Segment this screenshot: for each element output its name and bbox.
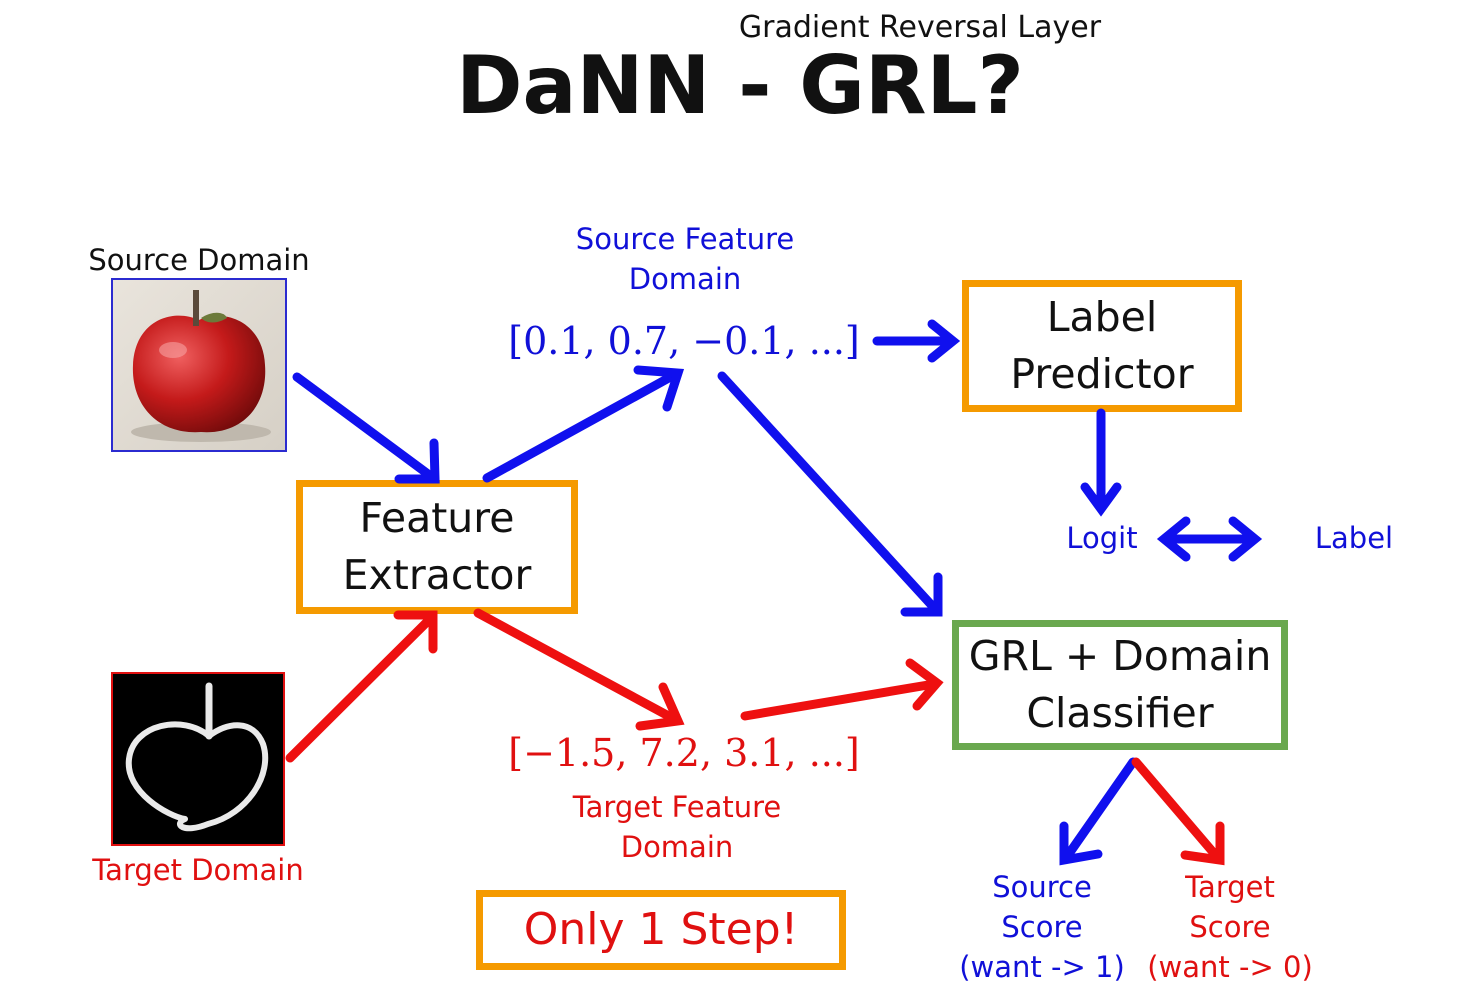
arrow-label-predictor-to-logit [1080,408,1122,517]
source-feature-vector: [0.1, 0.7, −0.1, ...] [508,319,860,363]
arrow-source-to-extractor [292,372,440,484]
target-score-line2: Score [1189,910,1271,944]
arrow-extractor-to-target-vector [473,608,685,731]
label-predictor-box: Label Predictor [962,280,1242,412]
arrow-target-vector-to-domain-classifier [740,658,944,721]
arrow-target-to-extractor [285,610,438,763]
source-feature-label-line1: Source Feature [575,222,795,256]
logit-label: Logit [1066,521,1138,555]
target-score-line3: (want -> 0) [1147,950,1313,984]
target-feature-vector: [−1.5, 7.2, 3.1, ...] [508,731,860,775]
target-feature-label-line1: Target Feature [572,790,782,824]
feature-extractor-line1: Feature [359,494,515,542]
source-score-line3: (want -> 1) [959,950,1125,984]
feature-extractor-line2: Extractor [342,551,532,599]
source-feature-label-line2: Domain [628,262,742,296]
source-score-line1: Source [992,870,1092,904]
source-domain-label: Source Domain [88,243,310,277]
subtitle: Gradient Reversal Layer [738,10,1102,45]
arrow-classifier-to-target-score [1131,757,1225,866]
target-feature-label-line2: Domain [620,830,734,864]
arrow-extractor-to-source-vector [482,365,685,483]
label-predictor-line2: Predictor [1010,350,1194,398]
page-title: DaNN - GRL? [456,39,1024,132]
domain-classifier-box: GRL + Domain Classifier [952,620,1288,750]
label-predictor-line1: Label [1046,293,1158,341]
arrow-classifier-to-source-score [1059,757,1138,866]
arrow-source-vector-to-label-predictor [872,319,961,363]
only-one-step-box: Only 1 Step! [476,890,846,970]
target-domain-label: Target Domain [92,853,304,887]
arrow-source-vector-to-domain-classifier [717,371,943,617]
domain-classifier-line2: Classifier [1026,689,1214,737]
source-domain-image [111,278,287,452]
domain-classifier-line1: GRL + Domain [968,632,1272,680]
label-label: Label [1314,521,1394,555]
source-score-line2: Score [1001,910,1083,944]
only-one-step-text: Only 1 Step! [523,904,799,955]
target-domain-image [111,672,285,846]
target-score-line1: Target [1185,870,1275,904]
arrow-logit-label-compare [1156,516,1263,562]
